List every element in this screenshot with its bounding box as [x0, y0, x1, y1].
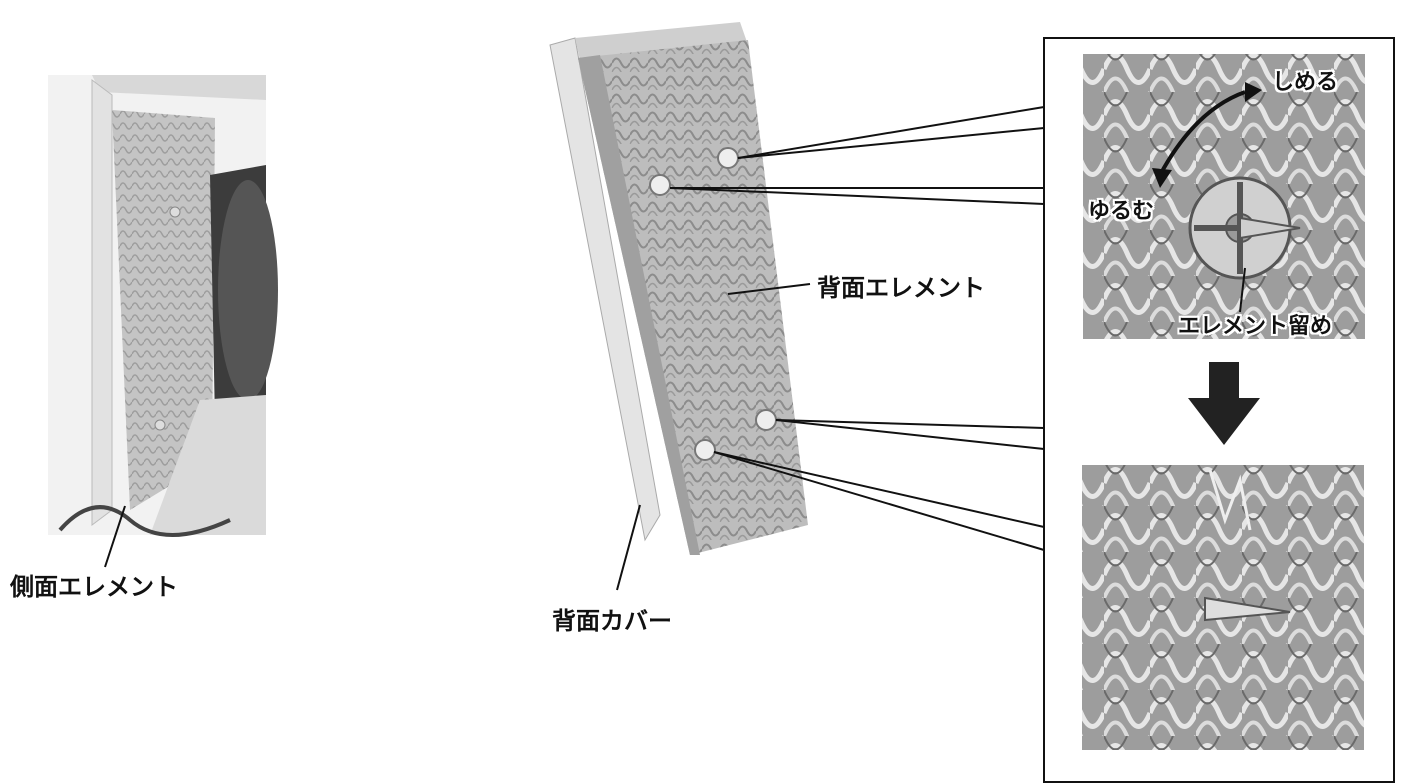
stopper-removed-photo	[1082, 465, 1364, 750]
stopper-closeup-photo	[1083, 54, 1365, 339]
leader-lines	[104, 106, 1045, 591]
tighten-label: しめる	[1272, 70, 1339, 95]
loosen-label: ゆるむ	[1088, 199, 1155, 224]
side-element-photo	[48, 75, 278, 537]
back-element-photo	[549, 22, 808, 555]
side-element-label: 側面エレメント	[10, 573, 178, 601]
element-stopper-label: エレメント留め	[1178, 314, 1333, 339]
back-cover-label: 背面カバー	[552, 607, 672, 635]
back-element-label: 背面エレメント	[817, 274, 985, 302]
down-arrow-icon	[1188, 362, 1260, 445]
